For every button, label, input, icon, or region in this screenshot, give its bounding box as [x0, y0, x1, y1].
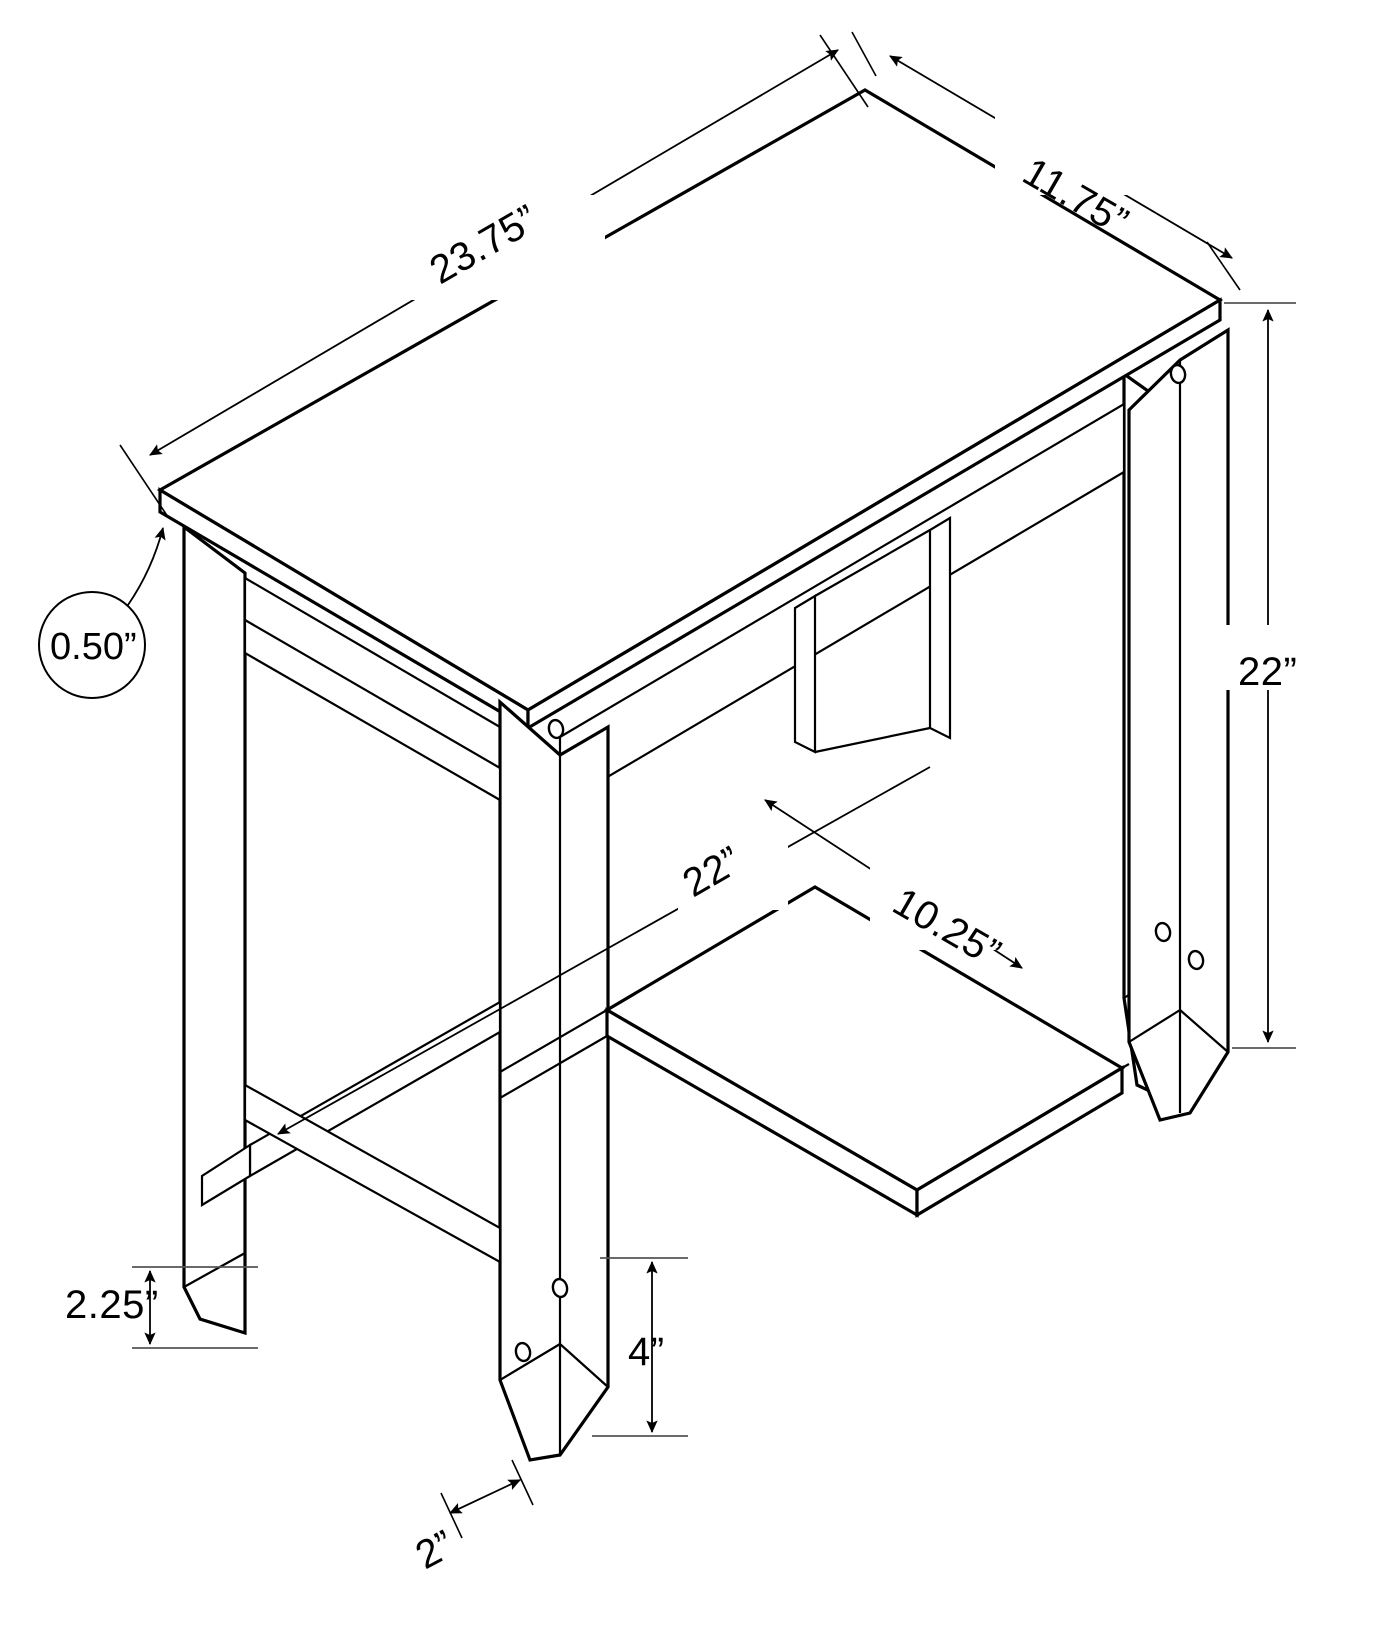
dimension-leg-bottom-height: 4”	[592, 1257, 688, 1437]
dimension-label-overall-height: 22”	[1238, 650, 1297, 694]
dimension-label-leg-taper-height: 2.25”	[65, 1283, 159, 1327]
dimension-leg-taper-height: 2.25”	[65, 1266, 258, 1349]
dimension-leg-foot-width: 2”	[409, 1459, 534, 1578]
lower-shelf-left-wing	[248, 1000, 502, 1178]
shelf-rear-edge-right	[1121, 1063, 1130, 1069]
lower-shelf-front-edge	[605, 1007, 1124, 1218]
left-side-lower-rail	[243, 1083, 502, 1264]
dimension-label-leg-bottom-height: 4”	[628, 1330, 665, 1374]
screw-hole-icon	[1169, 363, 1187, 385]
screw-hole-icon	[1187, 949, 1205, 971]
dimension-top-length: 23.75”	[119, 34, 869, 518]
shelf-left-rail	[200, 1142, 252, 1207]
dimension-label-top-thickness: 0.50”	[50, 626, 137, 668]
screw-hole-icon	[551, 1277, 569, 1299]
left-side-upper-rail	[243, 618, 502, 802]
right-back-rail	[814, 529, 931, 754]
screw-hole-icon	[1154, 921, 1172, 943]
screw-hole-icon	[547, 718, 565, 740]
callout-bubble	[38, 591, 146, 699]
dimension-top-thickness: 0.50”	[38, 526, 166, 699]
table-top-right-edge	[526, 297, 1222, 731]
front-right-leg	[1127, 327, 1230, 1122]
back-left-leg	[182, 523, 247, 1336]
screw-hole-icon	[514, 1341, 532, 1363]
dimension-overall-height: 22”	[1222, 302, 1337, 1049]
front-center-leg	[498, 698, 610, 1462]
dimension-label-leg-foot-width: 2”	[409, 1522, 462, 1578]
screw-holes	[514, 363, 1205, 1363]
table-geometry	[156, 88, 1230, 1462]
